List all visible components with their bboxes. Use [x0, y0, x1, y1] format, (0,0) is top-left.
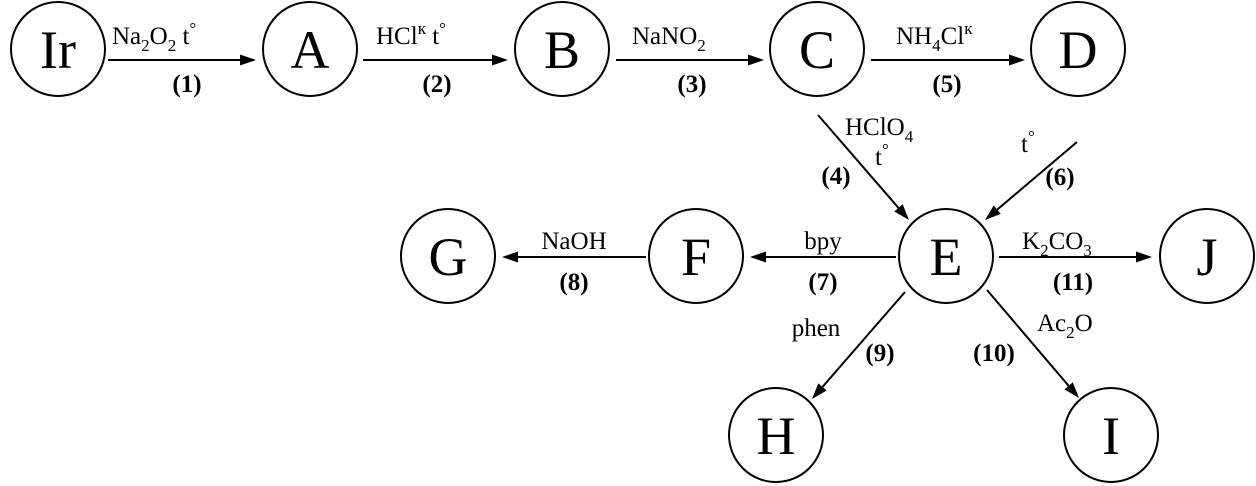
arrowhead: [502, 251, 518, 263]
reagent-label: Ac2​O: [1037, 310, 1093, 342]
arrowhead: [240, 54, 256, 66]
arrow-line: [817, 114, 900, 209]
node-ir: Ir: [10, 1, 106, 97]
step-number: (2): [422, 71, 451, 98]
arrow-e-to-h: phen (9): [792, 291, 906, 399]
node-label: A: [291, 20, 330, 80]
node-label: Ir: [40, 20, 76, 80]
arrow-line: [821, 291, 906, 388]
node-g: G: [400, 208, 496, 304]
step-number: (8): [559, 269, 588, 296]
node-circle: [648, 208, 744, 304]
arrow-ir-to-a: Na2​O2​ t°​ (1): [108, 19, 256, 98]
step-number: (4): [821, 163, 850, 190]
node-b: B: [514, 1, 610, 97]
arrow-f-to-g: NaOH (8): [502, 228, 646, 296]
node-circle: [769, 1, 865, 97]
reagent-label: phen: [792, 315, 841, 342]
step-number: (6): [1045, 164, 1074, 191]
step-number: (5): [932, 71, 961, 98]
node-label: H: [757, 406, 796, 466]
step-number: (1): [172, 71, 201, 98]
step-number: (11): [1053, 269, 1093, 296]
arrow-c-to-d: NH4​Clк​ (5): [871, 19, 1025, 98]
reagent-label: t°​: [1021, 127, 1035, 158]
arrow-line: [986, 289, 1070, 387]
node-circle: [1030, 1, 1126, 97]
node-circle: [1063, 387, 1159, 483]
node-h: H: [728, 387, 824, 483]
node-label: I: [1102, 406, 1120, 466]
node-label: D: [1059, 20, 1098, 80]
node-circle: [1159, 208, 1255, 304]
step-number: (10): [973, 340, 1015, 367]
arrowhead: [1009, 54, 1025, 66]
step-number: (7): [808, 269, 837, 296]
arrowhead: [748, 54, 764, 66]
reagent-label: NH4​Clк​: [896, 19, 973, 55]
reagent-label: NaOH: [541, 228, 606, 255]
node-label: C: [799, 20, 835, 80]
node-e: E: [898, 208, 994, 304]
arrowhead: [812, 383, 827, 399]
arrow-line: [996, 141, 1078, 211]
reagent-label: bpy: [804, 228, 842, 255]
node-j: J: [1159, 208, 1255, 304]
arrowhead: [1064, 382, 1079, 398]
node-label: B: [544, 20, 580, 80]
reagent-label: K2​CO3​: [1022, 228, 1092, 260]
node-label: E: [930, 227, 963, 287]
reagent-label: t°​: [875, 140, 889, 171]
arrowhead: [985, 205, 1001, 220]
reagent-label: Na2​O2​ t°​: [112, 19, 196, 55]
node-circle: [898, 208, 994, 304]
arrow-e-to-i: Ac2​O (10): [973, 289, 1093, 398]
node-f: F: [648, 208, 744, 304]
node-c: C: [769, 1, 865, 97]
arrow-e-to-j: K2​CO3​ (11): [999, 228, 1152, 296]
node-circle: [262, 1, 358, 97]
node-d: D: [1030, 1, 1126, 97]
node-label: G: [429, 227, 468, 287]
step-number: (3): [677, 71, 706, 98]
reagent-label: HClк​ t°​: [376, 19, 446, 50]
reagent-label: HClO4​: [845, 114, 914, 146]
reagent-label: NaNO2​: [632, 23, 706, 55]
node-i: I: [1063, 387, 1159, 483]
arrow-b-to-c: NaNO2​ (3): [616, 23, 764, 98]
arrowhead: [894, 204, 909, 220]
arrowhead: [750, 251, 766, 263]
arrowhead: [492, 54, 508, 66]
node-circle: [400, 208, 496, 304]
step-number: (9): [865, 340, 894, 367]
node-circle: [514, 1, 610, 97]
arrow-c-to-e: HClO4​t°​ (4): [817, 114, 914, 220]
arrow-a-to-b: HClк​ t°​ (2): [363, 19, 508, 98]
arrow-e-to-f: bpy (7): [750, 228, 896, 296]
node-circle: [728, 387, 824, 483]
node-circle: [10, 1, 106, 97]
node-a: A: [262, 1, 358, 97]
node-label: J: [1196, 227, 1217, 287]
arrowhead: [1136, 251, 1152, 263]
node-label: F: [681, 227, 711, 287]
arrow-d-to-e: t°​ (6): [985, 127, 1078, 220]
